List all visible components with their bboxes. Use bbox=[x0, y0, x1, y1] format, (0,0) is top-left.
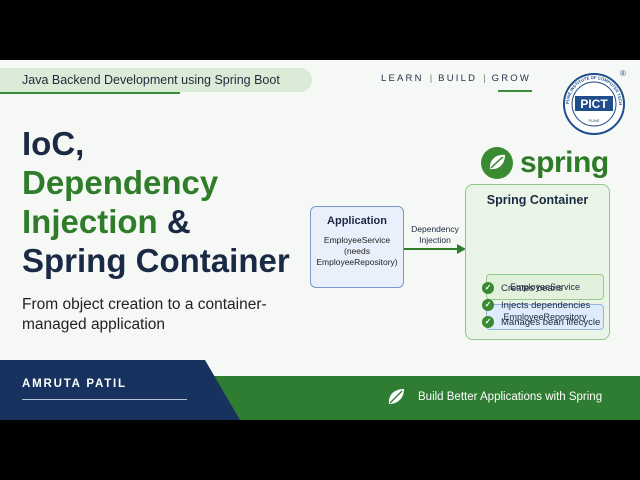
footer-cta: Build Better Applications with Spring bbox=[386, 387, 602, 407]
author-underline bbox=[22, 399, 187, 400]
leaf-icon bbox=[388, 389, 404, 404]
cta-text: Build Better Applications with Spring bbox=[418, 391, 603, 403]
application-desc-line: EmployeeRepository) bbox=[316, 257, 398, 267]
course-title-pill: Java Backend Development using Spring Bo… bbox=[0, 68, 312, 92]
tagline-underline bbox=[498, 90, 532, 92]
title-line-1: IoC, bbox=[22, 125, 85, 162]
spring-brand: spring bbox=[480, 146, 609, 180]
title-line-3-ampersand: & bbox=[157, 203, 191, 240]
pict-logo: PUNE INSTITUTE OF COMPUTER TECHNOLOGY PI… bbox=[560, 68, 626, 135]
feature-item: ✓ Manages bean lifecycle bbox=[482, 316, 600, 328]
application-description: EmployeeService (needs EmployeeRepositor… bbox=[311, 235, 403, 268]
tagline-separator: | bbox=[483, 73, 486, 84]
dependency-arrow-icon bbox=[404, 244, 466, 254]
tagline: LEARN | BUILD | GROW bbox=[381, 73, 534, 84]
feature-label: Manages bean lifecycle bbox=[501, 316, 601, 328]
container-title: Spring Container bbox=[486, 193, 589, 207]
feature-label: Injects dependencies bbox=[501, 299, 591, 311]
bean-employee-repository: EmployeeRepository bbox=[486, 304, 604, 330]
author-name: AMRUTA PATIL bbox=[22, 378, 127, 390]
subtitle: From object creation to a container-mana… bbox=[22, 296, 267, 333]
application-title: Application bbox=[327, 215, 387, 227]
tagline-separator: | bbox=[429, 73, 433, 84]
logo-initials: PICT bbox=[580, 97, 608, 111]
course-title: Java Backend Development using Spring Bo… bbox=[22, 73, 280, 87]
check-icon: ✓ bbox=[482, 316, 494, 328]
spring-leaf-icon bbox=[481, 147, 513, 179]
arrow-label-line: Injection bbox=[419, 235, 451, 245]
check-icon: ✓ bbox=[482, 282, 494, 294]
feature-item: ✓ Creates beans bbox=[482, 282, 563, 294]
spring-container-box: Spring Container EmployeeService Employe… bbox=[465, 184, 610, 340]
bean-employee-service: EmployeeService bbox=[486, 274, 604, 300]
logo-registered-mark: ® bbox=[620, 69, 626, 78]
logo-city: PUNE bbox=[588, 118, 599, 123]
thumbnail-slide: Java Backend Development using Spring Bo… bbox=[0, 60, 640, 420]
application-desc-line: EmployeeService bbox=[323, 235, 391, 245]
check-icon: ✓ bbox=[482, 299, 494, 311]
main-title: IoC, Dependency Injection & Spring Conta… bbox=[22, 124, 290, 280]
title-line-3-injection: Injection bbox=[22, 203, 158, 240]
spring-wordmark: spring bbox=[520, 146, 609, 179]
application-desc-line: (needs bbox=[344, 246, 370, 256]
tagline-grow: GROW bbox=[491, 73, 532, 84]
feature-item: ✓ Injects dependencies bbox=[482, 299, 590, 311]
course-pill-underline bbox=[0, 92, 180, 94]
title-line-2: Dependency bbox=[22, 164, 219, 201]
feature-label: Creates beans bbox=[501, 282, 563, 294]
title-line-3: Injection & bbox=[22, 202, 290, 241]
arrow-label-line: Dependency bbox=[411, 224, 459, 234]
tagline-learn: LEARN bbox=[381, 73, 424, 84]
arrow-label: Dependency Injection bbox=[405, 224, 465, 246]
footer-navy-band bbox=[0, 360, 240, 420]
title-line-4: Spring Container bbox=[22, 242, 290, 279]
application-box: Application EmployeeService (needs Emplo… bbox=[310, 206, 404, 288]
tagline-build: BUILD bbox=[438, 73, 478, 84]
